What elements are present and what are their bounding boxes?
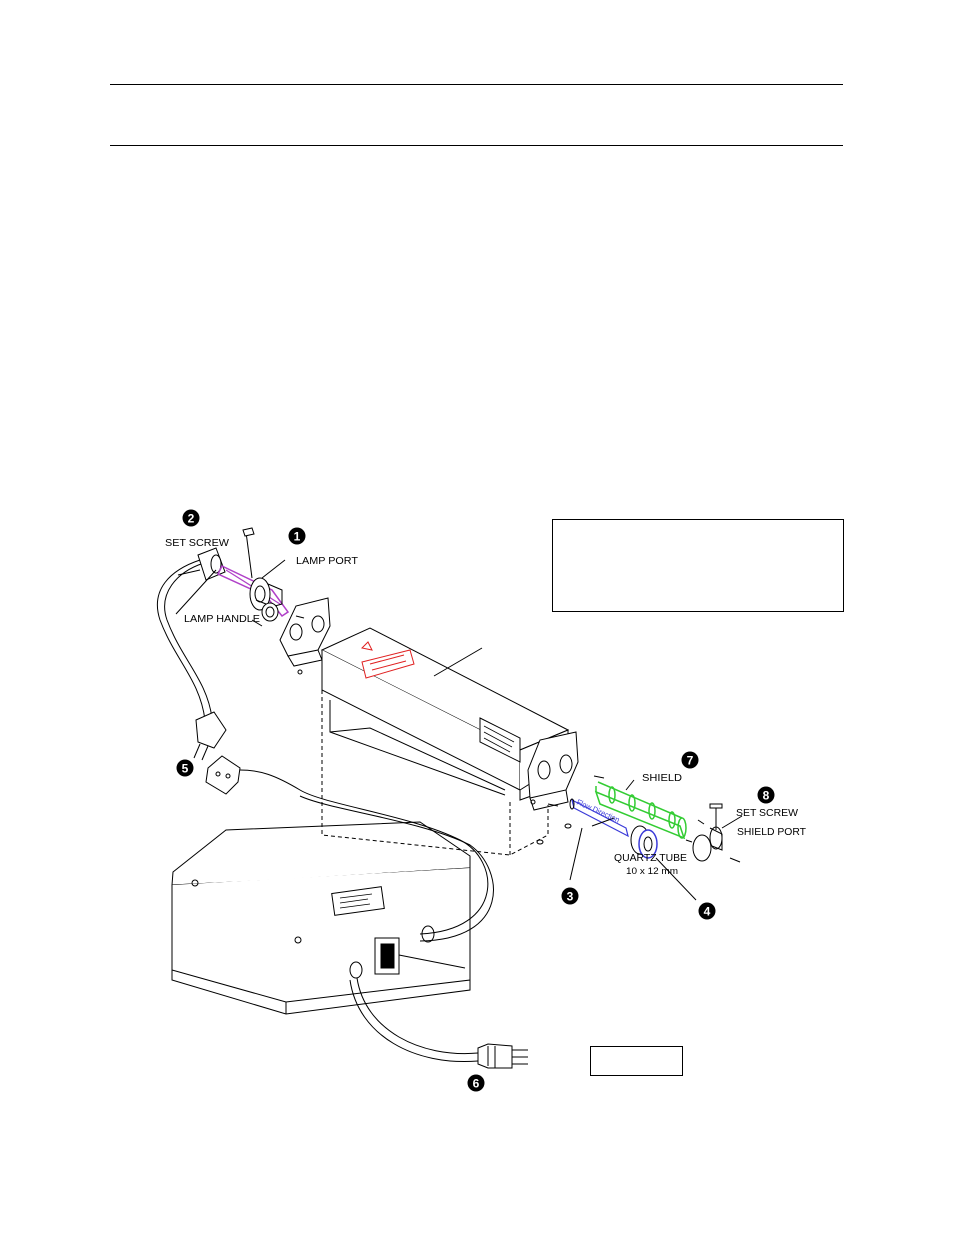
shield-port-label: SHIELD PORT [737, 827, 806, 838]
callout-2: 2 [182, 509, 200, 527]
shield-label: SHIELD [642, 773, 682, 784]
figure-caption-box [590, 1046, 683, 1076]
lamp-port-label: LAMP PORT [296, 556, 358, 567]
lamp-handle-label: LAMP HANDLE [184, 614, 260, 625]
set-screw-right-label: SET SCREW [736, 808, 799, 819]
reactor-housing [320, 627, 570, 856]
lamp-port [242, 527, 286, 611]
svg-text:8: 8 [763, 789, 770, 803]
svg-text:4: 4 [704, 905, 711, 919]
top-rule [110, 84, 843, 85]
note-box [552, 519, 844, 612]
power-switch[interactable] [374, 937, 466, 975]
svg-text:3: 3 [567, 890, 574, 904]
callout-8: 8 [757, 786, 775, 804]
quartz-leader [591, 817, 615, 827]
lamp-handle[interactable] [197, 547, 226, 581]
callout-1: 1 [288, 527, 306, 545]
callout-6: 6 [467, 1074, 485, 1092]
svg-text:7: 7 [687, 754, 694, 768]
lamp-connector[interactable] [205, 755, 241, 795]
svg-text:2: 2 [188, 512, 195, 526]
svg-text:5: 5 [182, 762, 189, 776]
tube-collar [630, 825, 658, 859]
callout-4-leader [655, 857, 697, 901]
lamp-handle-leader-2 [175, 569, 217, 615]
housing-leader [433, 647, 483, 677]
shield-end-plate [527, 731, 605, 845]
svg-text:6: 6 [473, 1077, 480, 1091]
power-cord [349, 977, 479, 1063]
callout-7: 7 [681, 751, 699, 769]
quartz-tube-size-label: 10 x 12 mm [626, 866, 678, 876]
set-screw-left-label: SET SCREW [165, 538, 230, 549]
quartz-tube-label: QUARTZ TUBE [614, 853, 687, 864]
lamp-handle-leader [177, 569, 201, 576]
lamp-plug[interactable] [193, 711, 227, 761]
power-plug[interactable] [477, 1043, 528, 1069]
uv-shield [594, 779, 687, 840]
lamp-cord [239, 769, 494, 942]
quartz-tube [569, 798, 629, 838]
lamp-end-plate [251, 597, 331, 675]
header-rule [110, 145, 843, 146]
callout-5: 5 [176, 759, 194, 777]
warning-label [360, 641, 415, 679]
lamp-handle-cord [156, 559, 213, 721]
power-supply-box [171, 821, 471, 1015]
callout-3-leader [569, 827, 583, 881]
callout-4: 4 [698, 902, 716, 920]
callout-3: 3 [561, 887, 579, 905]
shield-port [685, 803, 743, 863]
svg-text:1: 1 [294, 530, 301, 544]
